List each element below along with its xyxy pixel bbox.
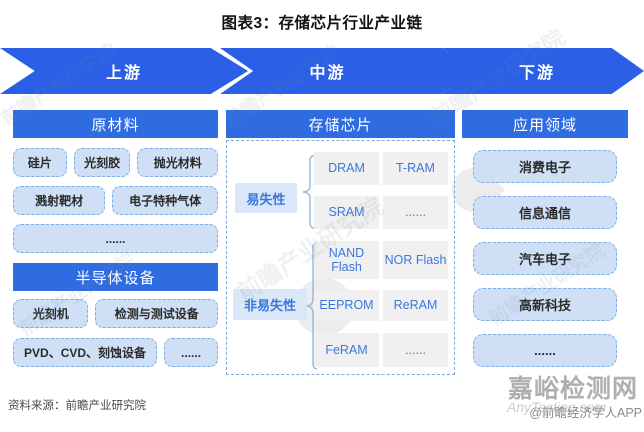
stage-downstream: 下游 (442, 48, 644, 94)
application-item: 高新科技 (473, 288, 617, 321)
memory-chip-container: 易失性 DRAM T-RAM SRAM ...... 非易失性 NAND Fla… (226, 140, 455, 375)
materials-header: 原材料 (13, 110, 218, 138)
stage-downstream-label: 下游 (518, 65, 555, 82)
credit-line: @前瞻经济学人APP (529, 406, 642, 420)
equipment-item: ...... (164, 338, 218, 367)
memory-type-box: DRAM (314, 152, 379, 185)
memory-type-box: ReRAM (383, 290, 448, 321)
memory-chip-header: 存储芯片 (226, 110, 455, 138)
application-item: ...... (473, 334, 617, 367)
material-item: 溅射靶材 (13, 186, 106, 215)
materials-row-1: 硅片 光刻胶 抛光材料 (13, 148, 218, 177)
flow-band: 上游 中游 下游 (0, 48, 644, 94)
equipment-item: 检测与测试设备 (95, 299, 218, 328)
stage-upstream: 上游 (0, 48, 248, 94)
equipment-header: 半导体设备 (13, 263, 218, 291)
equipment-item: 光刻机 (13, 299, 89, 328)
materials-row-3: ...... (13, 224, 218, 253)
materials-row-2: 溅射靶材 电子特种气体 (13, 186, 218, 215)
application-item: 汽车电子 (473, 242, 617, 275)
material-item: 抛光材料 (137, 148, 218, 177)
memory-type-box: ...... (383, 333, 448, 367)
material-item: 硅片 (13, 148, 67, 177)
memory-type-box: T-RAM (383, 152, 448, 185)
upstream-column: 原材料 硅片 光刻胶 抛光材料 溅射靶材 电子特种气体 ...... 半导体设备… (13, 110, 218, 367)
volatile-brace-icon (302, 155, 315, 229)
memory-type-box: NAND Flash (314, 241, 379, 279)
midstream-column: 存储芯片 易失性 DRAM T-RAM SRAM ...... 非易失性 NAN… (226, 110, 455, 375)
equipment-item: PVD、CVD、刻蚀设备 (13, 338, 158, 367)
material-item: 光刻胶 (73, 148, 131, 177)
application-item: 消费电子 (473, 150, 617, 183)
nonvolatile-label: 非易失性 (233, 289, 307, 320)
application-item: 信息通信 (473, 196, 617, 229)
site-watermark: 嘉峪检测网 (507, 375, 638, 403)
site-watermark-en: AnyTesting.com (506, 399, 606, 415)
downstream-column: 应用领域 消费电子 信息通信 汽车电子 高新科技 ...... (462, 110, 628, 367)
volatile-label: 易失性 (235, 183, 297, 213)
equipment-row-1: 光刻机 检测与测试设备 (13, 299, 218, 328)
applications-header: 应用领域 (462, 110, 628, 138)
nonvolatile-brace-icon (306, 242, 318, 370)
page-title: 图表3：存储芯片行业产业链 (221, 15, 423, 32)
material-item: ...... (13, 224, 218, 253)
memory-type-box: FeRAM (314, 333, 379, 367)
material-item: 电子特种气体 (112, 186, 218, 215)
stage-midstream: 中游 (220, 48, 475, 94)
stage-upstream-label: 上游 (105, 65, 142, 82)
source-note: 资料来源：前瞻产业研究院 (8, 400, 146, 412)
memory-type-box: NOR Flash (383, 241, 448, 279)
equipment-row-2: PVD、CVD、刻蚀设备 ...... (13, 338, 218, 367)
memory-type-box: SRAM (314, 196, 379, 229)
memory-type-box: EEPROM (314, 290, 379, 321)
stage-midstream-label: 中游 (309, 65, 346, 82)
memory-type-box: ...... (383, 196, 448, 229)
